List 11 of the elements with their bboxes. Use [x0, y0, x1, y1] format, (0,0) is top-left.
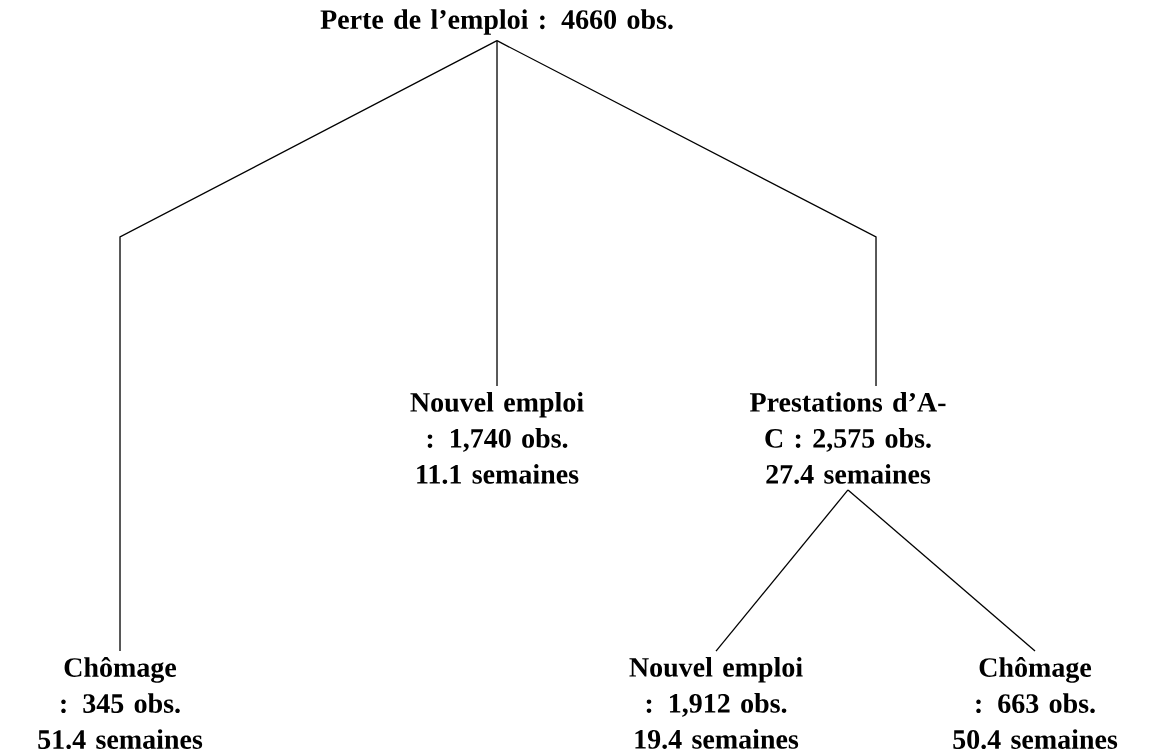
- branch-line: [847, 489, 1036, 652]
- tree-label: Prestations d’A-C : 2,575 obs. 27.4 semaines: [750, 392, 946, 484]
- branch-line: [496, 40, 877, 387]
- tree-label: Perte de l’emploi : 4660 obs.: [320, 9, 673, 35]
- tree-label: Nouvel emploi : 1,740 obs. 11.1 semaines: [410, 392, 584, 484]
- branch-line: [496, 40, 498, 387]
- tree-label: Chômage : 663 obs. 50.4 semaines: [953, 656, 1118, 750]
- tree-label: Nouvel emploi : 1,912 obs. 19.4 semaines: [629, 657, 803, 749]
- branch-line: [715, 489, 849, 652]
- branch-line: [119, 40, 498, 652]
- tree-label: Chômage : 345 obs. 51.4 semaines: [38, 656, 203, 750]
